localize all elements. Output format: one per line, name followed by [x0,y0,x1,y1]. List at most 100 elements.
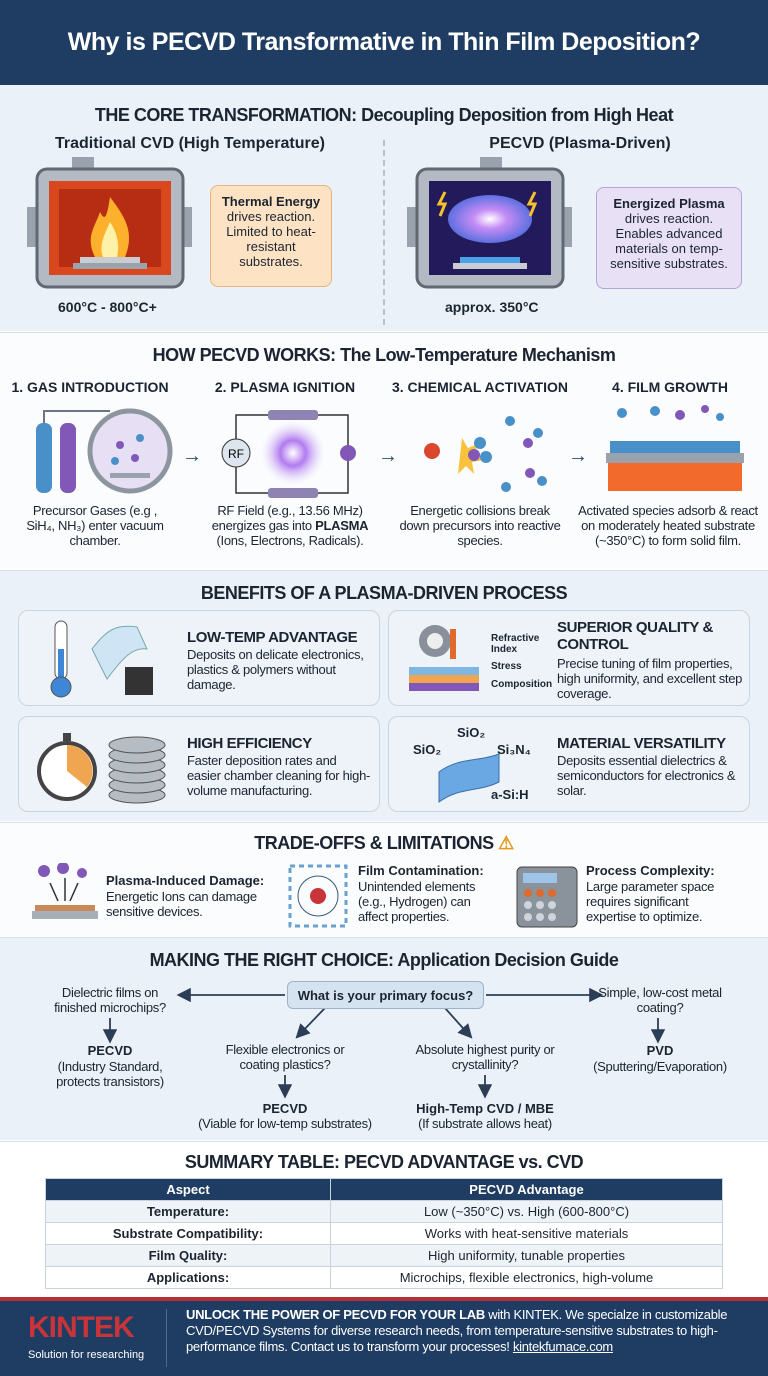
property-label: Refractive Index [491,633,540,655]
arrow-icon: → [378,445,398,467]
film-sheet-icon [438,753,500,803]
benefit-card-low-temp: LOW-TEMP ADVANTAGE Deposits on delicate … [18,610,380,706]
table-row: Temperature:Low (~350°C) vs. High (600-8… [45,1200,723,1223]
gas-cylinders-icon [36,408,173,494]
value-cell: Works with heat-sensitive materials [330,1222,723,1245]
core-section: THE CORE TRANSFORMATION: Decoupling Depo… [0,85,768,331]
step-2-text: RF Field (e.g., 13.56 MHz) energizes gas… [200,503,380,548]
divider [383,140,385,325]
value-cell: Low (~350°C) vs. High (600-800°C) [330,1200,723,1223]
flame-furnace-icon [27,157,192,289]
stopwatch-wafers-icon [37,733,166,804]
heated-substrate-icon [606,405,744,491]
pecvd-heading: PECVD (Plasma-Driven) [489,135,671,152]
branch-answer: High-Temp CVD / MBE [416,1101,554,1116]
card-text: Deposits essential dielectrics & semicon… [557,753,736,798]
benefit-card-versatility: SiO₂ SiO₂ Si₃N₄ a-Si:H MATERIAL VERSATIL… [388,716,750,812]
tradeoff-title: Film Contamination: [358,863,484,878]
arrow-icon: → [568,445,588,467]
card-title: SUPERIOR QUALITY & CONTROL [557,619,713,653]
control-panel-icon [516,866,578,928]
card-text: Deposits on delicate electronics, plasti… [187,647,364,692]
tradeoff-title: Plasma-Induced Damage: [106,873,265,888]
branch-note: (If substrate allows heat) [418,1116,552,1131]
rf-label: RF [228,447,244,461]
how-section: HOW PECVD WORKS: The Low-Temperature Mec… [0,332,768,569]
header-cell: PECVD Advantage [330,1178,723,1201]
section-title: THE CORE TRANSFORMATION: Decoupling Depo… [94,105,674,125]
branch-question: Flexible electronics or coating plastics… [225,1042,345,1072]
title-text: Why is PECVD Transformative in Thin Film… [67,28,701,56]
branch-question: Simple, low-cost metal coating? [598,985,722,1015]
table-row: Film Quality:High uniformity, tunable pr… [45,1244,723,1267]
card-title: HIGH EFFICIENCY [187,735,312,752]
property-label: Composition [491,679,553,690]
card-text: Faster deposition rates and easier chamb… [187,753,371,798]
material-label: SiO₂ [457,725,486,740]
card-title: LOW-TEMP ADVANTAGE [187,629,358,646]
benefit-card-efficiency: HIGH EFFICIENCY Faster deposition rates … [18,716,380,812]
atom-lattice-icon [288,864,348,928]
footer-text: UNLOCK THE POWER OF PECVD FOR YOUR LAB w… [186,1307,751,1355]
bubble-text: drives reaction. Limited to heat-resista… [226,209,316,269]
property-label: Stress [491,661,522,672]
decision-arrows [102,987,666,1099]
guide-section: MAKING THE RIGHT CHOICE: Application Dec… [0,937,768,1140]
section-title: TRADE-OFFS & LIMITATIONS ⚠ [0,833,768,854]
value-cell: High uniformity, tunable properties [330,1244,723,1267]
branch-note: (Sputtering/Evaporation) [593,1059,727,1074]
step-2-title: 2. PLASMA IGNITION [214,379,356,395]
material-label: SiO₂ [413,742,442,757]
card-text: Precise tuning of film properties, high … [557,656,743,701]
aspect-cell: Temperature: [45,1200,331,1223]
tradeoff-text: Energetic Ions can damage sensitive devi… [106,889,257,919]
title-text: TRADE-OFFS & LIMITATIONS [254,833,494,853]
step-4-text: Activated species adsorb & react on mode… [578,503,758,548]
tradeoff-title: Process Complexity: [586,863,715,878]
header-cell: Aspect [45,1178,331,1201]
tradeoffs-section: TRADE-OFFS & LIMITATIONS ⚠ Plasma-Induce… [0,822,768,936]
value-cell: Microchips, flexible electronics, high-v… [330,1266,723,1289]
section-title: SUMMARY TABLE: PECVD ADVANTAGE vs. CVD [184,1152,584,1172]
summary-section: SUMMARY TABLE: PECVD ADVANTAGE vs. CVD A… [0,1141,768,1296]
branch-question: Dielectric films on finished microchips? [54,985,166,1015]
branch-note: (Viable for low-temp substrates) [198,1116,372,1131]
footer-body: with KINTEK. We specialze in customizabl… [186,1307,728,1354]
plasma-chamber-icon [407,157,572,289]
step-1-title: 1. GAS INTRODUCTION [11,379,169,395]
ion-bombardment-icon [32,863,98,919]
table-row: Substrate Compatibility:Works with heat-… [45,1222,723,1245]
aspect-cell: Substrate Compatibility: [45,1222,331,1245]
text-bold: PLASMA [315,518,369,533]
section-title: HOW PECVD WORKS: The Low-Temperature Mec… [152,345,616,365]
text-part: (Ions, Electrons, Radicals). [216,533,364,548]
cvd-temp: 600°C - 800°C+ [58,299,157,315]
branch-answer: PECVD [87,1043,133,1058]
benefits-section: BENEFITS OF A PLASMA-DRIVEN PROCESS LOW-… [0,570,768,821]
logo-tagline: Solution for researching [28,1349,145,1361]
pecvd-temp: approx. 350°C [445,299,539,315]
footer-bold: UNLOCK THE POWER OF PECVD FOR YOUR LAB [186,1307,485,1322]
branch-question: Absolute highest purity or crystallinity… [415,1042,555,1072]
arrow-icon: → [182,445,202,467]
bubble-bold: Energized Plasma [613,196,725,211]
step-3-title: 3. CHEMICAL ACTIVATION [391,379,569,395]
branch-answer: PECVD [262,1101,308,1116]
primary-focus-node: What is your primary focus? [287,981,484,1009]
website-link[interactable]: kintekfumace.com [512,1339,613,1354]
step-3-text: Energetic collisions break down precurso… [399,503,561,548]
warning-icon: ⚠ [498,833,514,853]
tradeoff-text: Large parameter space requires significa… [586,879,715,924]
benefit-card-quality: Refractive Index Stress Composition SUPE… [388,610,750,706]
bubble-text: drives reaction. Enables advanced materi… [610,211,728,271]
material-label: a-Si:H [491,787,529,802]
aspect-cell: Film Quality: [45,1244,331,1267]
section-title: BENEFITS OF A PLASMA-DRIVEN PROCESS [200,583,568,603]
tradeoff-text: Unintended elements (e.g., Hydrogen) can… [358,879,476,924]
step-4-title: 4. FILM GROWTH [612,379,728,395]
material-label: Si₃N₄ [497,742,531,757]
